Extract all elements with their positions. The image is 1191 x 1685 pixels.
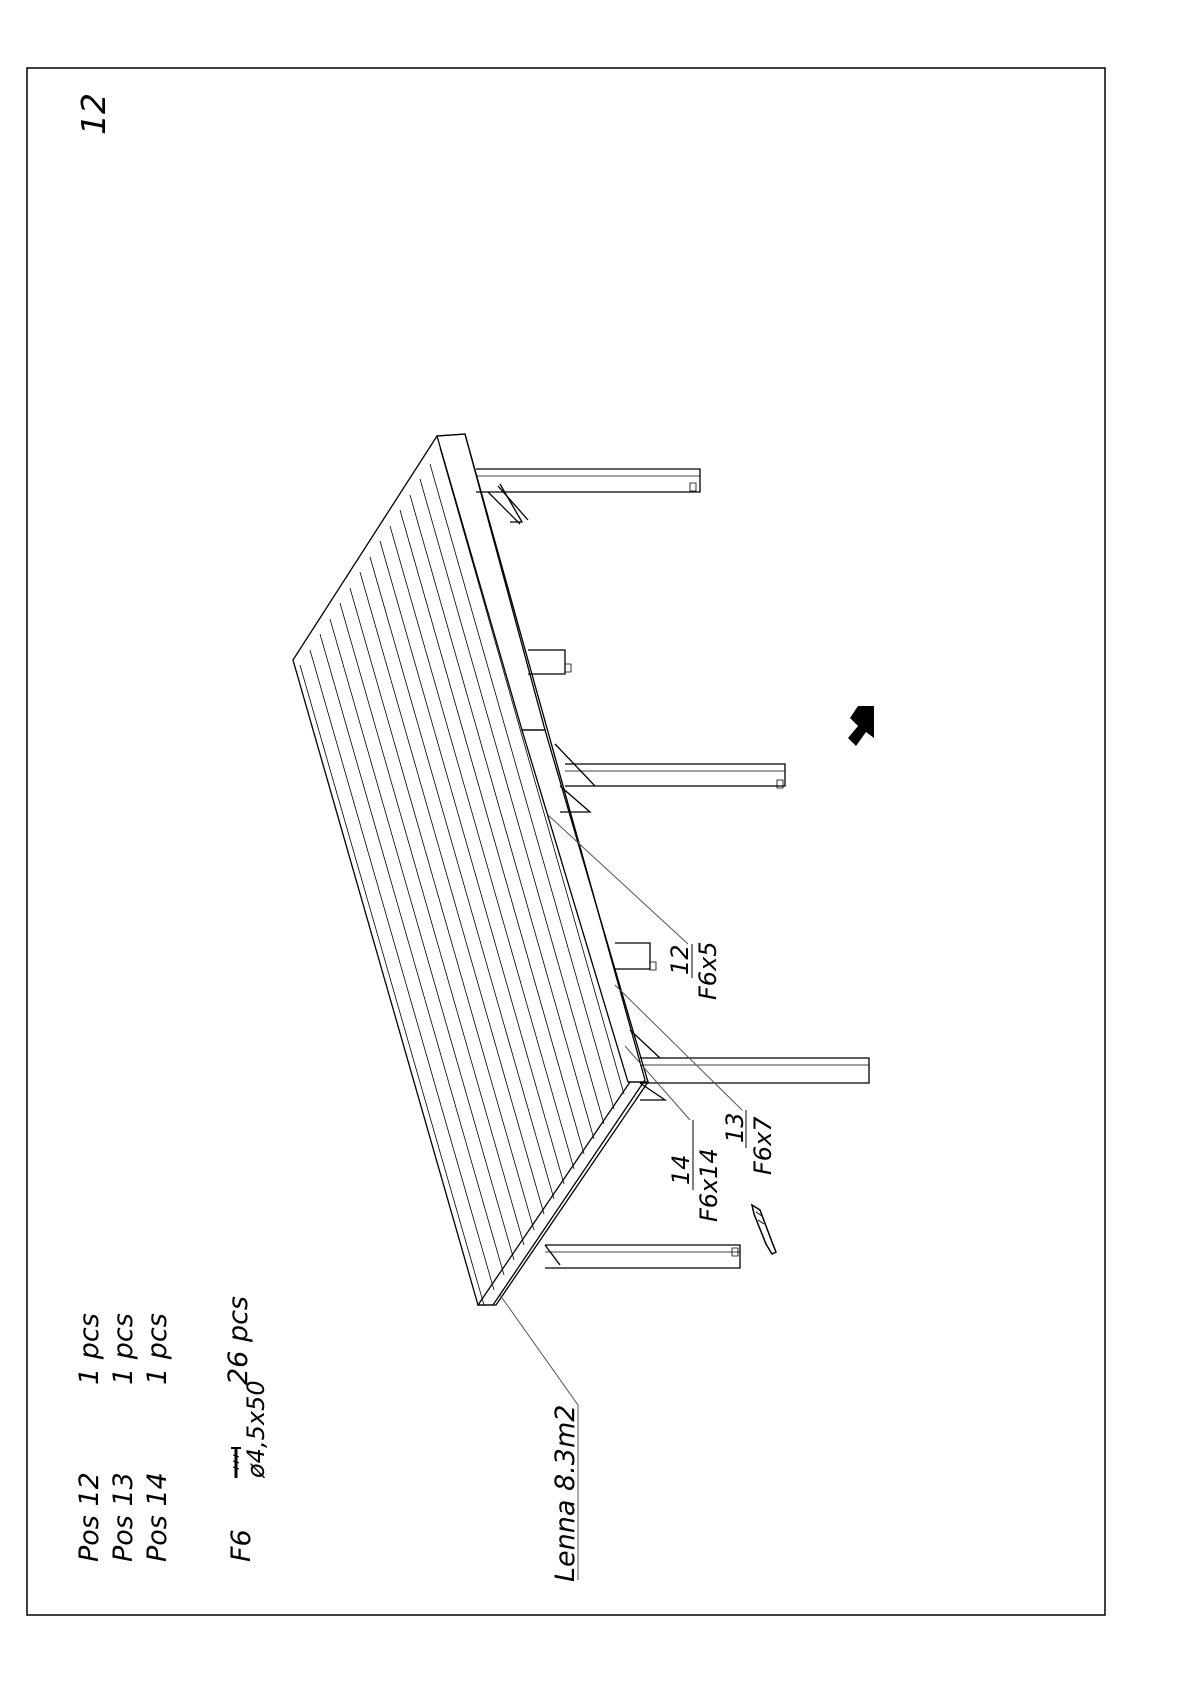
callout-12: 12 F6x5 bbox=[666, 941, 722, 1000]
deck-drawing bbox=[293, 434, 869, 1580]
deck-slats bbox=[300, 448, 624, 1305]
callout-12-num: 12 bbox=[666, 944, 694, 975]
right-side-rail bbox=[437, 434, 545, 730]
front-fascia-pos14 bbox=[478, 1082, 648, 1305]
parts-list-pos: Pos 14 bbox=[142, 1472, 173, 1562]
parts-list-qty: 1 pcs bbox=[74, 1313, 105, 1385]
callout-14-num: 14 bbox=[667, 1154, 695, 1185]
callout-12-code: F6x5 bbox=[694, 941, 722, 1000]
page-number: 12 bbox=[74, 93, 113, 135]
screwdriver-icon bbox=[752, 1205, 776, 1254]
fastener-size: ø4,5x50 bbox=[242, 1380, 270, 1479]
screw-icon bbox=[231, 1448, 241, 1478]
callout-13-num: 13 bbox=[721, 1112, 749, 1143]
callout-14-code: F6x14 bbox=[695, 1148, 723, 1222]
parts-list-qty: 1 pcs bbox=[108, 1313, 139, 1385]
page-frame bbox=[27, 68, 1105, 1615]
callout-14: 14 F6x14 bbox=[667, 1120, 723, 1222]
callout-13-code: F6x7 bbox=[749, 1116, 777, 1175]
fastener-code: F6 bbox=[226, 1529, 257, 1562]
material-label: Lenna 8.3m2 bbox=[550, 1405, 581, 1582]
arrow-icon bbox=[848, 706, 874, 746]
fastener-row: F6 ø4,5x50 26 pcs bbox=[223, 1296, 270, 1562]
callout-13: 13 F6x7 bbox=[721, 1110, 777, 1175]
fastener-qty: 26 pcs bbox=[223, 1296, 254, 1385]
parts-list-pos: Pos 12 bbox=[74, 1472, 105, 1562]
deck-legs bbox=[476, 469, 869, 1268]
deck-top-surface bbox=[293, 434, 645, 1305]
parts-list: Pos 12 1 pcs Pos 13 1 pcs Pos 14 1 pcs bbox=[74, 1313, 173, 1562]
parts-list-pos: Pos 13 bbox=[108, 1472, 139, 1562]
parts-list-qty: 1 pcs bbox=[142, 1313, 173, 1385]
side-fascia-pos12-13 bbox=[522, 730, 648, 1082]
